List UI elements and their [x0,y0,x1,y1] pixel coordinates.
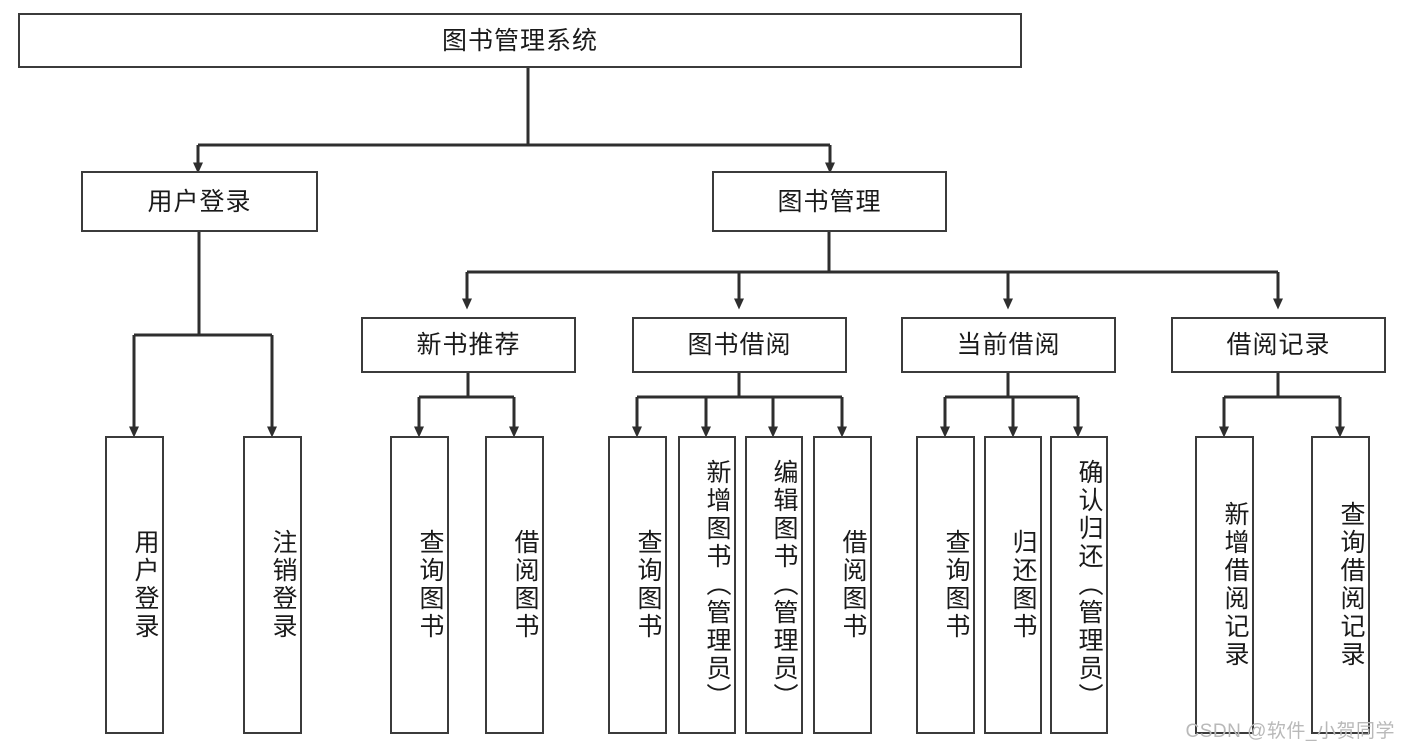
watermark-text: CSDN @软件_小贺同学 [1185,721,1395,742]
node-root-system[interactable]: 图书管理系统 [18,13,1022,68]
node-leaf-confirm-return[interactable]: 确认归还（管理员） [1050,436,1108,734]
node-borrow-record[interactable]: 借阅记录 [1171,317,1386,373]
node-current-borrow-label: 当前借阅 [956,331,1061,359]
node-borrow-record-label: 借阅记录 [1226,331,1331,359]
node-leaf-user-logout-label: 注销登录 [269,529,297,641]
node-book-borrow[interactable]: 图书借阅 [632,317,847,373]
node-leaf-user-login[interactable]: 用户登录 [105,436,164,734]
node-leaf-query-book-2-label: 查询图书 [634,529,662,641]
node-book-borrow-label: 图书借阅 [687,331,792,359]
node-leaf-borrow-book-2-label: 借阅图书 [839,529,867,641]
node-leaf-confirm-return-label: 确认归还（管理员） [1075,459,1103,711]
node-leaf-query-book-3-label: 查询图书 [942,529,970,641]
node-user-login[interactable]: 用户登录 [81,171,318,232]
node-leaf-query-book-1[interactable]: 查询图书 [390,436,449,734]
node-leaf-add-book[interactable]: 新增图书（管理员） [678,436,736,734]
node-leaf-return-book-label: 归还图书 [1009,529,1037,641]
node-leaf-borrow-book-2[interactable]: 借阅图书 [813,436,872,734]
node-leaf-query-record-label: 查询借阅记录 [1337,501,1365,669]
node-current-borrow[interactable]: 当前借阅 [901,317,1116,373]
node-leaf-query-book-2[interactable]: 查询图书 [608,436,667,734]
node-leaf-user-login-label: 用户登录 [131,529,159,641]
node-leaf-query-book-1-label: 查询图书 [416,529,444,641]
node-leaf-edit-book-label: 编辑图书（管理员） [770,459,798,711]
node-leaf-return-book[interactable]: 归还图书 [984,436,1042,734]
node-book-management-label: 图书管理 [777,187,882,216]
node-leaf-add-record-label: 新增借阅记录 [1221,501,1249,669]
node-leaf-edit-book[interactable]: 编辑图书（管理员） [745,436,803,734]
node-leaf-query-record[interactable]: 查询借阅记录 [1311,436,1370,734]
node-leaf-user-logout[interactable]: 注销登录 [243,436,302,734]
node-user-login-label: 用户登录 [147,187,252,216]
node-book-management[interactable]: 图书管理 [712,171,947,232]
node-leaf-borrow-book-1-label: 借阅图书 [511,529,539,641]
node-leaf-borrow-book-1[interactable]: 借阅图书 [485,436,544,734]
node-new-book-recommend-label: 新书推荐 [416,331,521,359]
node-leaf-query-book-3[interactable]: 查询图书 [916,436,975,734]
node-new-book-recommend[interactable]: 新书推荐 [361,317,576,373]
node-leaf-add-book-label: 新增图书（管理员） [703,459,731,711]
node-leaf-add-record[interactable]: 新增借阅记录 [1195,436,1254,734]
node-root-label: 图书管理系统 [441,26,598,55]
